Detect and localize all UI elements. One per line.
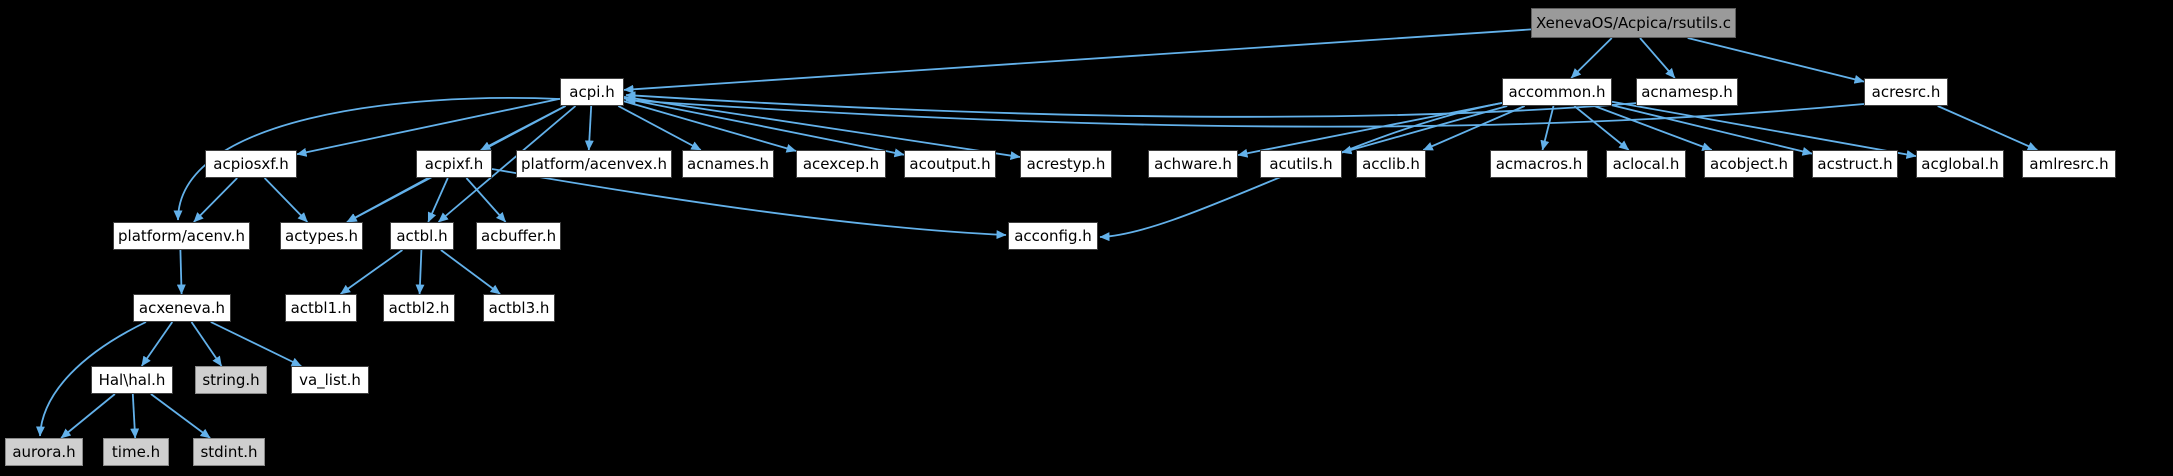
edge-acxeneva-halhal (140, 321, 174, 367)
node-acutils[interactable]: acutils.h (1260, 150, 1342, 178)
node-string[interactable]: string.h (195, 366, 267, 394)
edge-acpixf-acconfig (491, 168, 1007, 240)
edge-accommon-acstruct (1611, 104, 1813, 156)
node-actbl[interactable]: actbl.h (390, 222, 454, 250)
node-actbl2[interactable]: actbl2.h (383, 294, 455, 322)
edge-rsutils-accommon (1570, 37, 1613, 79)
node-halhal[interactable]: Hal\hal.h (91, 366, 173, 394)
node-acnames[interactable]: acnames.h (682, 150, 775, 178)
node-acresrc[interactable]: acresrc.h (1864, 78, 1948, 106)
edge-acpi-acrestyp (623, 96, 1021, 161)
edge-halhal-aurora (60, 393, 116, 439)
edge-acresrc-amlresrc (1937, 105, 2038, 151)
edge-actbl-actbl2 (415, 249, 425, 295)
edge-acpixf-actypes (346, 177, 429, 223)
edge-acpi-acenvex (584, 105, 594, 151)
edge-actbl-actbl3 (440, 249, 501, 295)
edge-accommon-acutils (1341, 105, 1508, 155)
edge-acxeneva-valist (210, 321, 302, 367)
edge-acpi-acoutput (623, 97, 905, 158)
node-valist[interactable]: va_list.h (291, 366, 369, 394)
node-acenv[interactable]: platform/acenv.h (113, 222, 250, 250)
node-acobject[interactable]: acobject.h (1704, 150, 1794, 178)
node-stdint[interactable]: stdint.h (193, 438, 265, 466)
node-acoutput[interactable]: acoutput.h (904, 150, 996, 178)
edge-acxeneva-aurora (35, 321, 147, 437)
edge-acpi-acpiosxf (296, 97, 561, 157)
edge-actbl-actbl1 (340, 249, 403, 295)
node-accommon[interactable]: accommon.h (1502, 78, 1612, 106)
edge-accommon-acobject (1593, 105, 1713, 151)
node-acclib[interactable]: acclib.h (1356, 150, 1426, 178)
edge-acpi-actbl (437, 105, 577, 223)
node-achware[interactable]: achware.h (1148, 150, 1238, 178)
edge-acpixf-acbuffer (465, 177, 507, 223)
edge-accommon-acclib (1422, 105, 1526, 151)
node-amlresrc[interactable]: amlresrc.h (2022, 150, 2116, 178)
node-acxeneva[interactable]: acxeneva.h (133, 294, 231, 322)
edge-acpi-acenv (173, 97, 561, 221)
node-acmacros[interactable]: acmacros.h (1490, 150, 1588, 178)
edge-accommon-acconfig (1099, 102, 1503, 242)
edge-halhal-time (130, 393, 140, 439)
edge-accommon-acmacros (1540, 105, 1555, 151)
edge-rsutils-acpi (623, 28, 1532, 94)
node-acpiosxf[interactable]: acpiosxf.h (205, 150, 297, 178)
edge-accommon-acglobal (1611, 100, 1917, 159)
edge-acpiosxf-actypes (263, 177, 309, 223)
node-time[interactable]: time.h (103, 438, 169, 466)
node-acbuffer[interactable]: acbuffer.h (476, 222, 562, 250)
node-acpixf[interactable]: acpixf.h (416, 150, 492, 178)
edge-acpi-acnames (617, 105, 702, 151)
node-acrestyp[interactable]: acrestyp.h (1020, 150, 1112, 178)
edge-accommon-achware (1237, 102, 1503, 158)
node-actypes[interactable]: actypes.h (280, 222, 364, 250)
edge-acnamesp-acpi (625, 91, 1639, 118)
node-acenvex[interactable]: platform/acenvex.h (516, 150, 672, 178)
edge-rsutils-acresrc (1687, 37, 1865, 84)
node-actbl3[interactable]: actbl3.h (483, 294, 555, 322)
edge-acpi-acexcep (623, 100, 797, 153)
node-acstruct[interactable]: acstruct.h (1812, 150, 1898, 178)
node-aurora[interactable]: aurora.h (5, 438, 83, 466)
edge-rsutils-acnamesp (1639, 37, 1676, 79)
edge-acresrc-acpi (625, 96, 1865, 128)
node-acglobal[interactable]: acglobal.h (1916, 150, 2004, 178)
node-acpi[interactable]: acpi.h (560, 78, 624, 106)
edge-accommon-aclocal (1573, 105, 1630, 151)
node-acexcep[interactable]: acexcep.h (796, 150, 886, 178)
node-actbl1[interactable]: actbl1.h (285, 294, 357, 322)
node-acconfig[interactable]: acconfig.h (1008, 222, 1098, 250)
edge-acpixf-actbl (427, 177, 449, 223)
node-acnamesp[interactable]: acnamesp.h (1636, 78, 1738, 106)
edge-acenv-acxeneva (176, 249, 186, 295)
edge-acxeneva-string (190, 321, 223, 367)
node-rsutils: XenevaOS/Acpica/rsutils.c (1531, 8, 1736, 38)
edge-halhal-stdint (150, 393, 211, 439)
edge-acpiosxf-acenv (193, 177, 238, 223)
node-aclocal[interactable]: aclocal.h (1606, 150, 1686, 178)
